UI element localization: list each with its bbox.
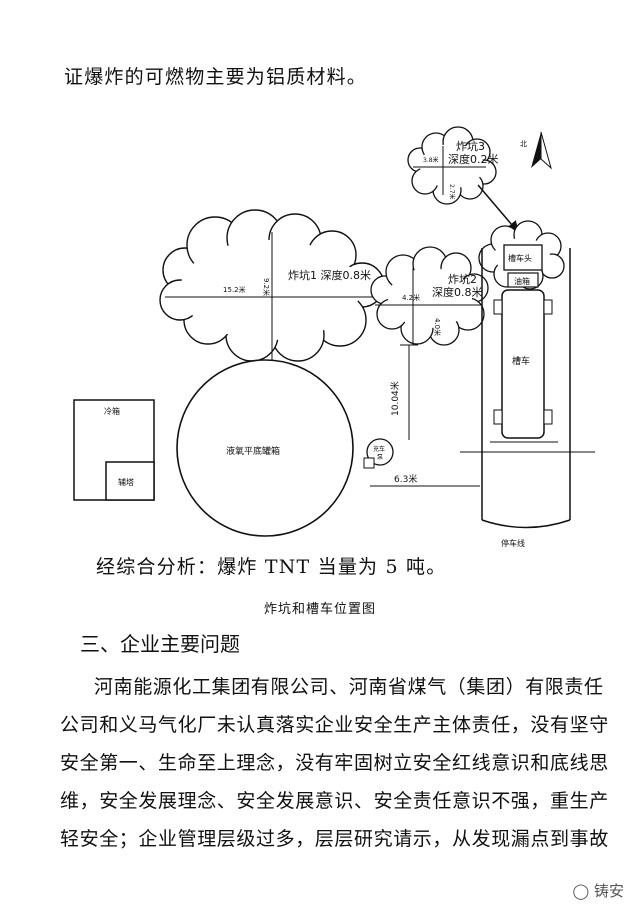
lo2-tank-label: 液氧平底罐箱 xyxy=(226,445,280,457)
pit1-width: 15.2米 xyxy=(223,285,246,294)
top-text-line: 证爆炸的可燃物主要为铝质材料。 xyxy=(64,66,368,88)
tanker-body xyxy=(501,289,545,439)
pit2-depth: 深度0.8米 xyxy=(432,285,483,299)
pit3-name: 炸坑3 xyxy=(456,139,485,153)
lo2-tank xyxy=(176,359,354,537)
tanker-head-box xyxy=(503,244,543,271)
tanker-label: 槽车 xyxy=(512,355,530,367)
parking-line-label: 停车线 xyxy=(501,538,525,548)
cold-box-label: 冷箱 xyxy=(104,406,120,416)
pit2-height: 4.0米 xyxy=(433,318,442,336)
paragraph-line: 河南能源化工集团有限公司、河南省煤气（集团）有限责任 xyxy=(94,676,604,698)
paragraph-line: 轻安全；企业管理层级过多，层层研究请示，从发现漏点到事故 xyxy=(60,828,609,850)
pit2-cloud xyxy=(370,246,489,346)
pit3-width: 3.8米 xyxy=(423,156,439,164)
fuel-tank-box xyxy=(507,272,539,288)
watermark: ◯ 铸安 xyxy=(572,880,624,901)
dist-vertical-label: 10.04米 xyxy=(389,381,401,416)
north-arrow-icon xyxy=(531,131,552,170)
analysis-text: 经综合分析：爆炸 TNT 当量为 5 吨。 xyxy=(96,556,447,578)
pit3-height: 2.7米 xyxy=(448,184,456,200)
section-title: 三、企业主要问题 xyxy=(80,632,240,656)
paragraph-line: 安全第一、生命至上理念，没有牢固树立安全红线意识和底线思 xyxy=(60,752,609,774)
aux-tower-label: 辅塔 xyxy=(118,477,134,487)
north-label: 北 xyxy=(520,140,527,148)
fuel-tank-label: 油箱 xyxy=(514,276,530,286)
tanker-head-label: 槽车头 xyxy=(508,253,532,263)
pit-and-tanker-diagram: 北 炸坑3 深度0.2米 3.8米 2.7米 炸坑1 深度0.8米 15.2米 … xyxy=(73,126,595,548)
pit1-height: 9.2米 xyxy=(262,278,271,296)
paragraph-line: 公司和义马气化厂未认真落实企业安全生产主体责任，没有坚守 xyxy=(60,714,609,736)
wechat-icon: ◯ xyxy=(572,882,590,900)
pit1-label: 炸坑1 深度0.8米 xyxy=(288,268,371,282)
charge-pump-label-2: 泵 xyxy=(377,454,383,461)
pit2-name: 炸坑2 xyxy=(448,272,477,286)
aux-tower xyxy=(105,461,155,501)
pit3-cloud xyxy=(407,126,497,205)
charge-pump-label-1: 充车 xyxy=(373,445,385,453)
watermark-text: 铸安 xyxy=(593,882,624,900)
pit3-depth: 深度0.2米 xyxy=(448,152,499,166)
dist-horizontal-label: 6.3米 xyxy=(394,473,417,485)
pit2-width: 4.2米 xyxy=(402,293,420,302)
pit1-cloud xyxy=(159,209,385,362)
figure-caption: 炸坑和槽车位置图 xyxy=(263,602,376,617)
paragraph-line: 维，安全发展理念、安全发展意识、安全责任意识不强，重生产 xyxy=(60,790,609,812)
